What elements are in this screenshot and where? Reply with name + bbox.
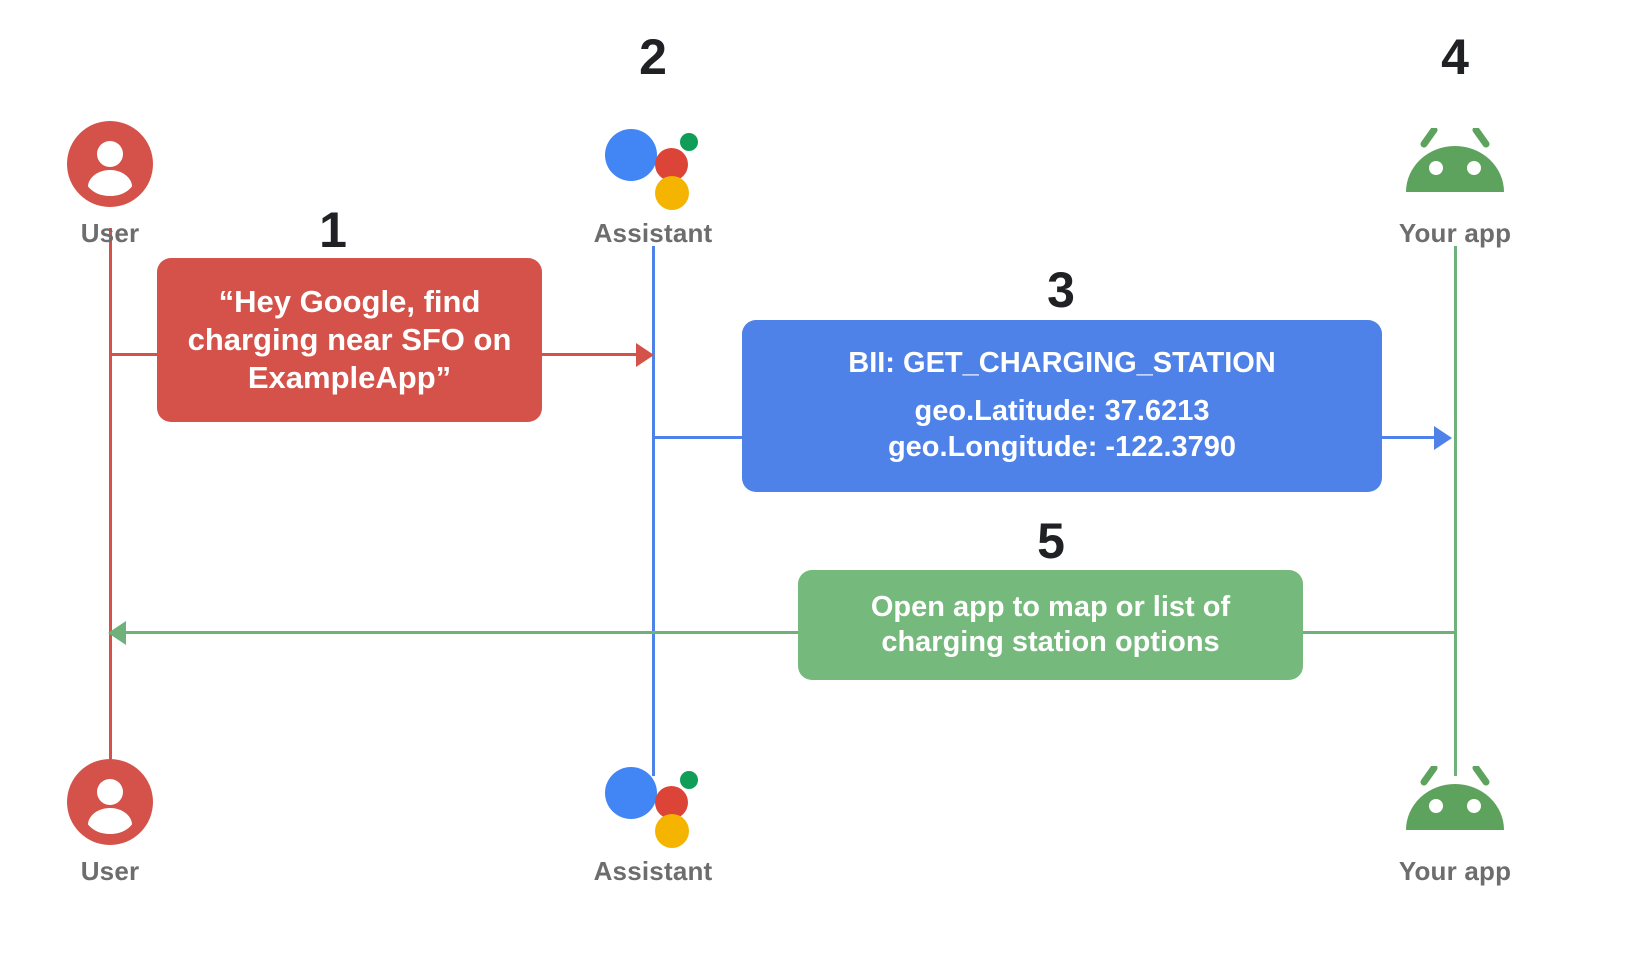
user-avatar-icon (0, 114, 230, 214)
actor-your-app-top[interactable]: Your app (1335, 114, 1575, 249)
actor-label-assistant-bottom: Assistant (593, 856, 713, 886)
user-avatar-icon (0, 752, 230, 852)
actor-user-top[interactable]: User (0, 114, 230, 249)
assistant-red-dot-icon (655, 148, 688, 181)
step-number-1: 1 (319, 202, 347, 258)
message-box-step-5[interactable]: Open app to map or list of charging stat… (798, 570, 1303, 680)
lifeline-user (109, 228, 112, 776)
actor-label-your-app-top: Your app (1398, 218, 1512, 248)
message-line: charging near SFO on (187, 322, 512, 358)
message-line: ExampleApp” (247, 359, 452, 395)
assistant-yellow-dot-icon (655, 176, 689, 210)
actor-label-user-top: User (80, 218, 140, 248)
google-assistant-icon (533, 752, 773, 852)
message-line: geo.Longitude: -122.3790 (887, 430, 1237, 463)
google-assistant-icon (533, 114, 773, 214)
message-line: Open app to map or list of (870, 590, 1231, 623)
message-box-step-1[interactable]: “Hey Google, find charging near SFO on E… (157, 258, 542, 422)
arrow-head-user-to-assistant (636, 343, 654, 367)
message-line: “Hey Google, find (218, 284, 481, 320)
arrow-head-app-to-user (108, 621, 126, 645)
actor-your-app-bottom[interactable]: Your app (1335, 752, 1575, 887)
step-number-2: 2 (639, 29, 667, 85)
lifeline-your-app (1454, 246, 1457, 776)
assistant-red-dot-icon (655, 786, 688, 819)
actor-assistant-bottom[interactable]: Assistant (533, 752, 773, 887)
actor-assistant-top[interactable]: Assistant (533, 114, 773, 249)
step-number-3: 3 (1047, 262, 1075, 318)
message-box-step-3[interactable]: BII: GET_CHARGING_STATION geo.Latitude: … (742, 320, 1382, 492)
step-number-4: 4 (1441, 29, 1469, 85)
assistant-green-dot-icon (680, 771, 698, 789)
android-robot-icon (1335, 752, 1575, 852)
arrow-line-app-to-user (126, 631, 1456, 634)
android-robot-icon (1335, 114, 1575, 214)
step-number-5: 5 (1037, 513, 1065, 569)
assistant-blue-dot-icon (605, 129, 657, 181)
actor-label-your-app-bottom: Your app (1398, 856, 1512, 886)
message-line: geo.Latitude: 37.6213 (914, 395, 1210, 428)
actor-label-assistant-top: Assistant (593, 218, 713, 248)
message-line: charging station options (881, 626, 1220, 658)
assistant-blue-dot-icon (605, 767, 657, 819)
lifeline-assistant (652, 246, 655, 776)
bii-title: BII: GET_CHARGING_STATION (848, 347, 1276, 380)
arrow-head-assistant-to-app (1434, 426, 1452, 450)
actor-label-user-bottom: User (80, 856, 140, 886)
assistant-yellow-dot-icon (655, 814, 689, 848)
actor-user-bottom[interactable]: User (0, 752, 230, 887)
assistant-green-dot-icon (680, 133, 698, 151)
